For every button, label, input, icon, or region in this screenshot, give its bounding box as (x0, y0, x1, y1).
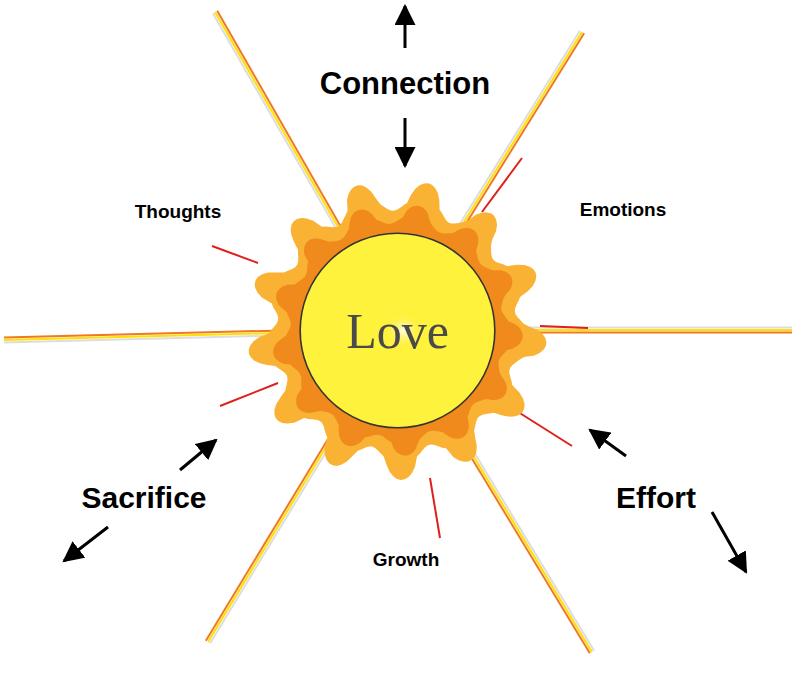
concept-label: Connection (320, 67, 491, 101)
flame-outer (249, 183, 547, 480)
flame-inner (273, 206, 523, 456)
sun-rays (4, 11, 792, 654)
concept-label: Growth (373, 550, 440, 571)
concept-label: Emotions (580, 200, 667, 221)
sun-circle: Love (299, 232, 496, 429)
direction-arrows (64, 6, 746, 572)
concept-label: Sacrifice (81, 481, 206, 514)
center-word: Love (346, 302, 449, 360)
concept-label: Thoughts (135, 202, 222, 223)
concept-label: Effort (616, 481, 696, 514)
short-rays (212, 158, 588, 538)
